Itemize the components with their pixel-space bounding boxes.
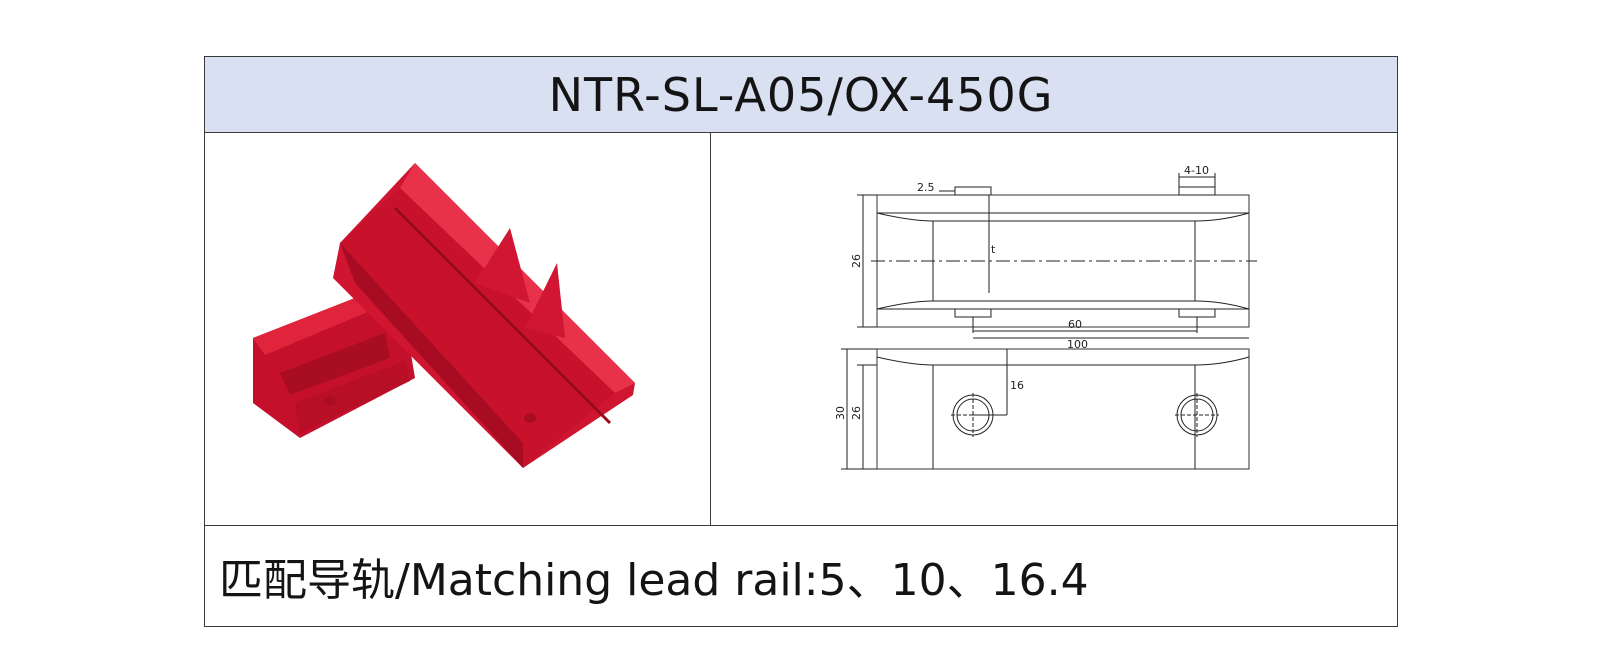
dim-2-5: 2.5 <box>917 181 935 194</box>
product-spec-card: NTR-SL-A05/OX-450G <box>204 56 1398 627</box>
technical-drawing-icon: 4-10 2.5 26 t 60 100 16 30 26 <box>834 164 1257 470</box>
dim-4-10: 4-10 <box>1184 164 1209 177</box>
drawing-cell: 4-10 2.5 26 t 60 100 16 30 26 <box>711 133 1397 525</box>
dim-26-top: 26 <box>850 254 863 268</box>
dim-t: t <box>991 243 996 256</box>
model-title: NTR-SL-A05/OX-450G <box>548 67 1054 122</box>
red-slider-part-icon <box>253 163 635 468</box>
dim-26-bottom: 26 <box>850 406 863 420</box>
product-photo-cell <box>205 133 711 525</box>
dim-100: 100 <box>1067 338 1088 351</box>
matching-rail-row: 匹配导轨/Matching lead rail:5、10、16.4 <box>205 525 1397 626</box>
dim-60: 60 <box>1068 318 1082 331</box>
title-header: NTR-SL-A05/OX-450G <box>205 57 1397 133</box>
dim-30: 30 <box>834 406 847 420</box>
dim-16: 16 <box>1010 379 1024 392</box>
matching-rail-text: 匹配导轨/Matching lead rail:5、10、16.4 <box>219 555 1089 606</box>
